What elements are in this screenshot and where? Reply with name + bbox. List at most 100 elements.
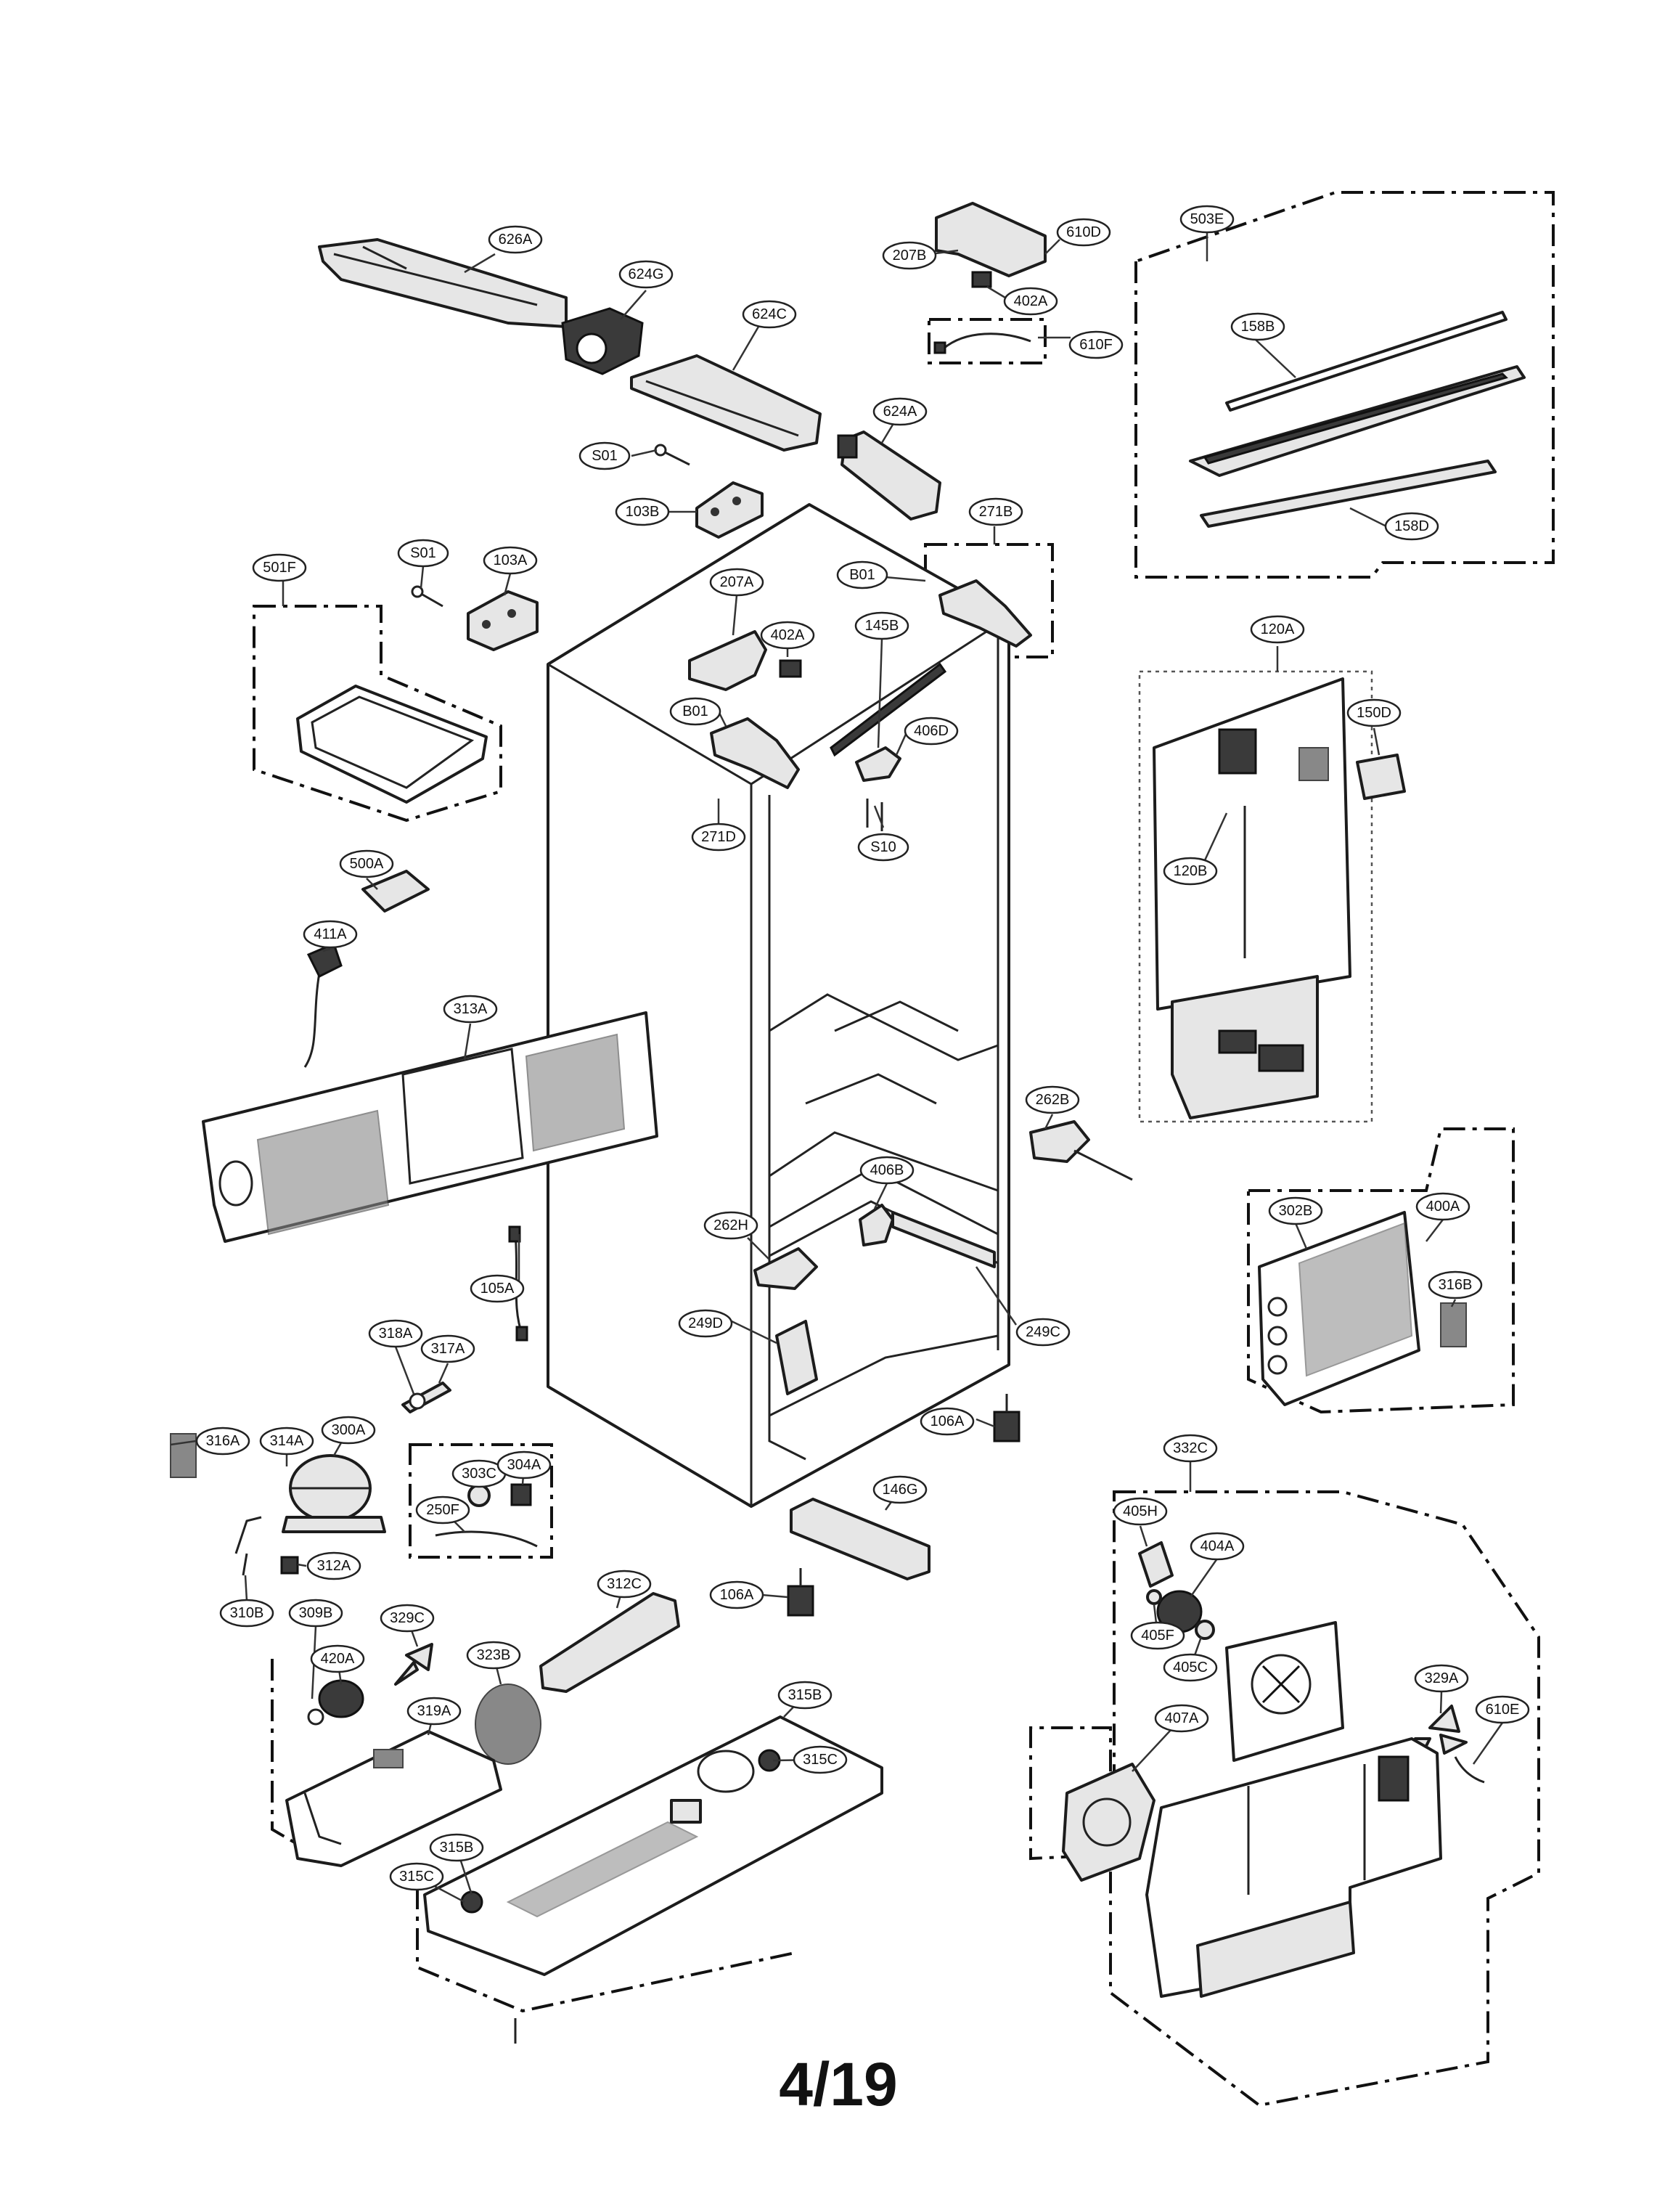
callout-319A: 319A bbox=[406, 1697, 462, 1726]
svg-text:610E: 610E bbox=[1486, 1702, 1520, 1718]
svg-text:271B: 271B bbox=[979, 504, 1013, 520]
callout-332C: 332C bbox=[1163, 1434, 1218, 1463]
callout-406B: 406B bbox=[859, 1156, 915, 1185]
part-271B-hinge bbox=[938, 579, 1032, 648]
cabinet-front-edge bbox=[547, 616, 1010, 1506]
svg-text:315C: 315C bbox=[399, 1869, 434, 1885]
part-332C-duct bbox=[1145, 1737, 1442, 1998]
callout-310B: 310B bbox=[219, 1599, 274, 1628]
svg-text:405H: 405H bbox=[1123, 1503, 1158, 1519]
svg-text:106A: 106A bbox=[930, 1413, 965, 1429]
callout-158B: 158B bbox=[1230, 312, 1285, 341]
svg-text:316A: 316A bbox=[206, 1433, 240, 1449]
part-S01-left-screw bbox=[411, 585, 443, 608]
callout-329C: 329C bbox=[380, 1604, 435, 1633]
outline-271B bbox=[924, 543, 1054, 658]
part-405H-bracket bbox=[1138, 1541, 1174, 1588]
callout-315B-top: 315B bbox=[777, 1681, 833, 1710]
callout-207A: 207A bbox=[709, 568, 764, 597]
part-262B-hinge bbox=[1029, 1120, 1133, 1181]
svg-text:120B: 120B bbox=[1174, 863, 1208, 879]
part-610E-wire bbox=[1454, 1756, 1485, 1784]
part-406D-bracket bbox=[855, 746, 901, 782]
svg-text:503E: 503E bbox=[1190, 211, 1224, 227]
callout-406D: 406D bbox=[904, 717, 959, 746]
svg-text:315B: 315B bbox=[440, 1840, 474, 1856]
svg-text:302B: 302B bbox=[1279, 1203, 1313, 1219]
svg-text:145B: 145B bbox=[865, 618, 899, 634]
part-626A-tray bbox=[318, 238, 568, 328]
svg-text:624C: 624C bbox=[752, 306, 787, 322]
outline-120A bbox=[1138, 670, 1373, 1123]
svg-text:271D: 271D bbox=[701, 829, 736, 845]
callout-405H: 405H bbox=[1113, 1497, 1168, 1526]
callout-271B: 271B bbox=[968, 497, 1023, 526]
callout-249D: 249D bbox=[678, 1309, 733, 1338]
callout-S01-left: S01 bbox=[397, 539, 449, 568]
svg-text:313A: 313A bbox=[454, 1001, 488, 1017]
svg-text:319A: 319A bbox=[417, 1703, 451, 1719]
part-300A-compressor bbox=[282, 1454, 386, 1533]
callout-271D: 271D bbox=[691, 823, 746, 852]
svg-text:S10: S10 bbox=[870, 839, 896, 855]
svg-text:323B: 323B bbox=[477, 1647, 511, 1663]
callout-500A: 500A bbox=[339, 849, 394, 878]
part-406B-bracket bbox=[859, 1204, 894, 1246]
part-610F-harness bbox=[933, 332, 1031, 354]
svg-text:300A: 300A bbox=[332, 1422, 366, 1438]
part-120A-panel bbox=[1153, 677, 1351, 1119]
svg-text:332C: 332C bbox=[1173, 1440, 1208, 1456]
svg-text:304A: 304A bbox=[507, 1457, 541, 1473]
svg-text:103A: 103A bbox=[494, 552, 528, 568]
callout-317A: 317A bbox=[420, 1334, 475, 1363]
outline-332C bbox=[1029, 1490, 1540, 2107]
shelf-middle bbox=[769, 1131, 999, 1192]
svg-text:309B: 309B bbox=[299, 1605, 333, 1621]
svg-text:420A: 420A bbox=[321, 1651, 355, 1667]
svg-text:405F: 405F bbox=[1141, 1628, 1174, 1644]
part-146G-cover bbox=[790, 1498, 930, 1580]
svg-text:329C: 329C bbox=[390, 1610, 425, 1626]
freezer-floor bbox=[769, 1334, 999, 1417]
callout-302B: 302B bbox=[1268, 1196, 1323, 1225]
part-310B-pipe bbox=[234, 1516, 262, 1576]
part-316B-pad bbox=[1440, 1302, 1467, 1347]
svg-text:150D: 150D bbox=[1357, 705, 1391, 721]
callout-106A-bottom: 106A bbox=[709, 1580, 764, 1609]
svg-text:262B: 262B bbox=[1036, 1092, 1070, 1108]
svg-text:610F: 610F bbox=[1079, 337, 1113, 353]
part-315-base-plate bbox=[423, 1715, 883, 2044]
part-411A-cord bbox=[303, 942, 343, 1068]
part-317A-318A-valve bbox=[401, 1382, 451, 1413]
part-312C-cover bbox=[539, 1592, 680, 1693]
svg-text:158D: 158D bbox=[1394, 518, 1429, 534]
callout-405F: 405F bbox=[1130, 1621, 1185, 1650]
shelf-upper bbox=[769, 993, 999, 1061]
callout-318A: 318A bbox=[368, 1319, 423, 1348]
callout-120B: 120B bbox=[1163, 857, 1218, 886]
part-503E-frame bbox=[1189, 365, 1526, 477]
refrigerator-cabinet bbox=[547, 503, 1010, 1508]
callout-300A: 300A bbox=[321, 1416, 376, 1445]
svg-text:626A: 626A bbox=[499, 232, 533, 248]
part-303C-304A-relay bbox=[435, 1483, 538, 1548]
part-407A-cover bbox=[1062, 1763, 1155, 1882]
part-402A-mid-connector bbox=[779, 659, 802, 678]
svg-text:500A: 500A bbox=[350, 856, 384, 872]
part-103B-bracket bbox=[695, 481, 764, 539]
callout-405C: 405C bbox=[1163, 1653, 1218, 1682]
page-number: 4/19 bbox=[779, 2050, 898, 2118]
part-312A-grommet bbox=[280, 1556, 299, 1575]
callout-103A: 103A bbox=[483, 546, 538, 575]
part-405C-mount bbox=[1195, 1620, 1215, 1640]
part-624A-filter bbox=[837, 430, 941, 521]
callout-250F: 250F bbox=[415, 1495, 470, 1525]
callout-106A-top: 106A bbox=[920, 1407, 975, 1436]
cabinet-panel-lines bbox=[805, 1000, 959, 1105]
callout-610E: 610E bbox=[1475, 1695, 1530, 1724]
part-145B-strip bbox=[830, 662, 947, 757]
part-249D-rail bbox=[775, 1320, 818, 1395]
svg-text:103B: 103B bbox=[626, 504, 660, 520]
callout-315C-top: 315C bbox=[793, 1745, 848, 1774]
callout-262H: 262H bbox=[703, 1211, 758, 1240]
